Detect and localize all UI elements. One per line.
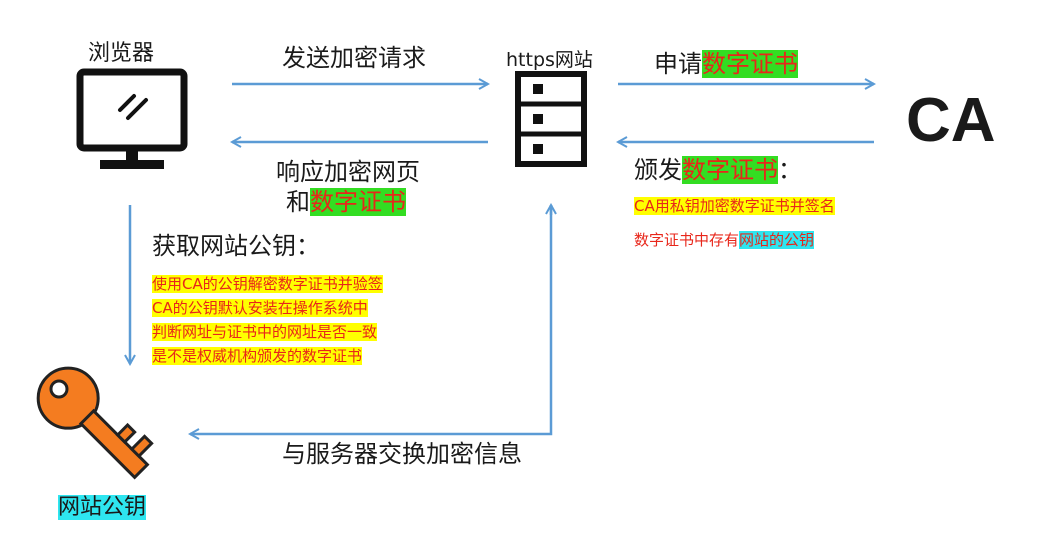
obtain-key-title: 获取网站公钥：: [152, 232, 320, 260]
exchange-label: 与服务器交换加密信息: [282, 440, 522, 468]
monitor-icon: [76, 68, 188, 169]
obtain-key-steps: 使用CA的公钥解密数字证书并验签 CA的公钥默认安装在操作系统中 判断网址与证书…: [152, 272, 383, 368]
response-label-line2: 和数字证书: [286, 188, 406, 216]
send-request-label: 发送加密请求: [282, 44, 426, 72]
browser-label: 浏览器: [88, 41, 155, 66]
issue-suffix: ：: [778, 156, 802, 184]
obtain-key-step: 是不是权威机构颁发的数字证书: [152, 347, 363, 365]
response-certificate-highlight: 数字证书: [310, 188, 406, 216]
website-public-key-label: 网站公钥: [58, 495, 147, 520]
issue-label: 颁发数字证书：: [634, 156, 802, 184]
issue-prefix: 颁发: [634, 156, 682, 184]
ca-note-signing: CA用私钥加密数字证书并签名: [634, 197, 835, 215]
server-label: https网站: [506, 49, 593, 71]
ca-note-public-key-highlight: 网站的公钥: [739, 231, 815, 249]
apply-certificate-highlight: 数字证书: [702, 50, 798, 78]
ca-note-contains: 数字证书中存有: [634, 231, 740, 249]
arrow-exchange: [190, 205, 553, 434]
key-icon: [36, 366, 154, 480]
obtain-key-step: CA的公钥默认安装在操作系统中: [152, 299, 368, 317]
apply-prefix: 申请: [654, 50, 702, 78]
ca-note-line2: 数字证书中存有网站的公钥: [634, 228, 815, 252]
issue-certificate-highlight: 数字证书: [682, 156, 778, 184]
apply-label: 申请数字证书: [654, 50, 798, 78]
server-icon: [515, 71, 587, 167]
ca-label: CA: [906, 86, 996, 155]
obtain-key-step: 使用CA的公钥解密数字证书并验签: [152, 275, 383, 293]
ca-note-line1: CA用私钥加密数字证书并签名: [634, 194, 835, 218]
obtain-key-step: 判断网址与证书中的网址是否一致: [152, 323, 378, 341]
response-label-line1: 响应加密网页: [276, 158, 420, 186]
response-prefix: 和: [286, 188, 310, 216]
